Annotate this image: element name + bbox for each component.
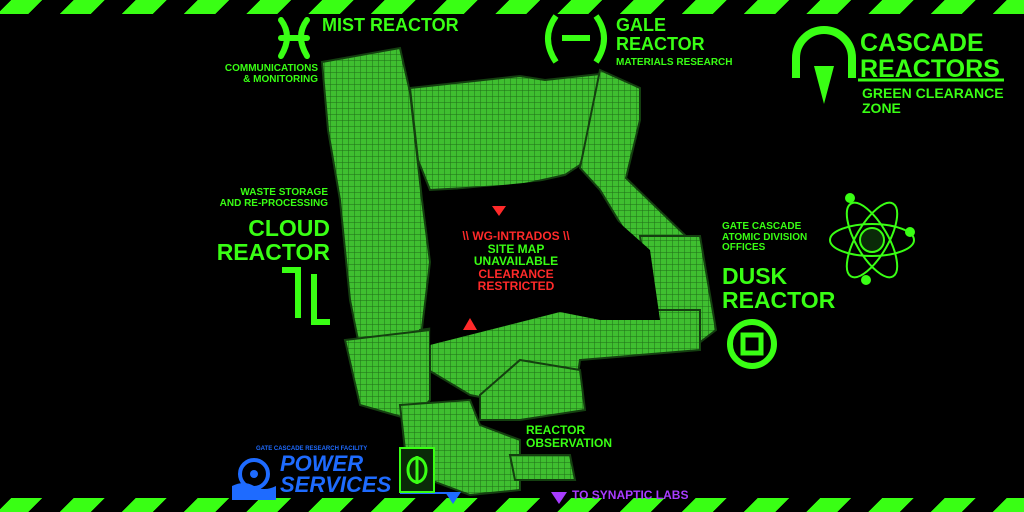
- notice-line-1: \\ WG-INTRADOS \\: [462, 229, 570, 243]
- observation-line-2: OBSERVATION: [526, 435, 613, 450]
- observation-line-1: REACTOR: [526, 423, 586, 437]
- atomic-line-3: OFFICES: [722, 242, 766, 253]
- power-services-label: POWER SERVICES: [280, 451, 392, 497]
- notice-line-5: RESTRICTED: [477, 279, 555, 294]
- waste-line-1: WASTE STORAGE: [240, 187, 328, 198]
- phi-rune-icon: [399, 447, 435, 493]
- hazard-stripe-top: [0, 0, 1024, 14]
- cloud-line-1: CLOUD: [248, 215, 330, 241]
- brand-line-1: CASCADE: [860, 29, 984, 57]
- power-exit-marker-icon: [445, 492, 461, 504]
- reactor-observation-label: REACTOR OBSERVATION: [526, 424, 612, 449]
- dusk-line-1: DUSK: [722, 263, 788, 289]
- south-marker-icon: [463, 318, 477, 330]
- x-rune-icon: [278, 17, 310, 59]
- atomic-division-label: GATE CASCADE ATOMIC DIVISION OFFICES: [722, 221, 808, 254]
- atom-logo-icon: [829, 193, 915, 285]
- power-line-2: SERVICES: [280, 471, 392, 497]
- comms-line-1: COMMUNICATIONS: [224, 63, 318, 74]
- bracket-rune-icon: [282, 267, 330, 325]
- restricted-notice: \\ WG-INTRADOS \\ SITE MAP UNAVAILABLE C…: [436, 230, 596, 293]
- restricted-void: [430, 178, 660, 345]
- synaptic-labs-exit-label[interactable]: TO SYNAPTIC LABS: [572, 488, 689, 502]
- materials-research-label: MATERIALS RESEARCH: [616, 57, 733, 68]
- brand-title: CASCADE REACTORS: [860, 30, 1000, 83]
- cloud-line-2: REACTOR: [216, 239, 330, 266]
- hazard-stripe-bottom: [0, 498, 1024, 512]
- arch-spike-logo-icon: [792, 26, 856, 104]
- dusk-line-2: REACTOR: [722, 287, 836, 314]
- synaptic-exit-marker-icon: [551, 492, 567, 504]
- h-rune-icon: [545, 14, 607, 64]
- brand-line-2: REACTORS: [860, 55, 1000, 84]
- notice-line-4: CLEARANCE: [478, 266, 554, 281]
- notice-line-2: SITE MAP: [487, 241, 545, 256]
- gale-reactor-label: GALE REACTOR: [616, 16, 705, 54]
- atomic-line-2: ATOMIC DIVISION: [722, 231, 808, 243]
- cloud-reactor-label: CLOUD REACTOR: [196, 216, 330, 264]
- power-wheel-logo-icon: [232, 458, 276, 500]
- notice-line-3: UNAVAILABLE: [473, 254, 559, 269]
- comms-monitoring-label: COMMUNICATIONS & MONITORING: [184, 63, 318, 85]
- power-line-1: POWER: [280, 451, 364, 476]
- comms-line-2: & MONITORING: [243, 73, 318, 85]
- waste-line-2: AND RE-PROCESSING: [219, 197, 328, 209]
- dusk-reactor-label: DUSK REACTOR: [722, 264, 835, 312]
- gale-line-1: GALE: [616, 15, 667, 35]
- square-circle-rune-icon: [727, 319, 777, 369]
- mist-reactor-label: MIST REACTOR: [322, 15, 459, 35]
- waste-storage-label: WASTE STORAGE AND RE-PROCESSING: [176, 187, 328, 209]
- atomic-line-1: GATE CASCADE: [722, 221, 802, 232]
- brand-subtitle: GREEN CLEARANCE ZONE: [862, 85, 1004, 116]
- gale-line-2: REACTOR: [616, 33, 705, 54]
- power-facility-small-label: GATE CASCADE RESEARCH FACILITY: [256, 446, 368, 452]
- north-marker-icon: [492, 206, 506, 216]
